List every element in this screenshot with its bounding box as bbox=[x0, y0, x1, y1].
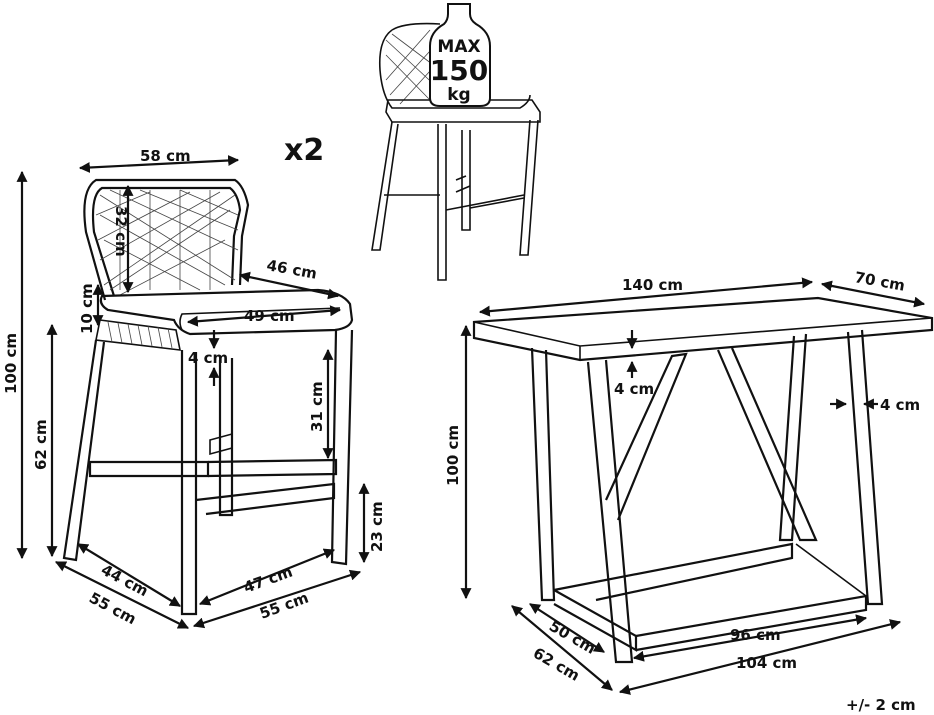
table-length: 140 cm bbox=[622, 276, 683, 294]
stool-back-height: 32 cm bbox=[112, 206, 130, 257]
tolerance-note: +/- 2 cm bbox=[846, 696, 916, 714]
table-dimension-lines bbox=[460, 277, 926, 695]
stool-armrest-height: 10 cm bbox=[78, 283, 96, 334]
stool-seat-depth: 46 cm bbox=[265, 256, 318, 283]
stool-base-depth-outer: 55 cm bbox=[86, 589, 139, 629]
weight-badge-value: 150 bbox=[430, 54, 488, 87]
stool-seat-thickness: 4 cm bbox=[188, 349, 228, 367]
table-base-width-inner: 96 cm bbox=[730, 626, 781, 644]
table-base-depth-outer: 62 cm bbox=[530, 644, 583, 685]
quantity-label: x2 bbox=[284, 133, 324, 168]
bar-table-illustration bbox=[472, 296, 934, 664]
stool-dimension-lines bbox=[16, 155, 370, 629]
table-base-width-outer: 104 cm bbox=[736, 654, 797, 672]
stool-leg-to-footrest: 31 cm bbox=[308, 381, 326, 432]
table-top-thickness: 4 cm bbox=[614, 380, 654, 398]
stool-seat-height: 62 cm bbox=[32, 419, 50, 470]
stool-total-height: 100 cm bbox=[2, 333, 20, 394]
weight-limit-badge: MAX 150 kg bbox=[429, 3, 491, 107]
stool-base-width-inner: 47 cm bbox=[241, 563, 295, 597]
stool-footrest-height: 23 cm bbox=[368, 501, 386, 552]
table-leg-thickness: 4 cm bbox=[880, 396, 920, 414]
weight-badge-unit: kg bbox=[447, 85, 470, 105]
weight-badge-top: MAX bbox=[437, 37, 480, 57]
stool-width-top: 58 cm bbox=[140, 147, 191, 165]
stool-base-width-outer: 55 cm bbox=[257, 589, 311, 623]
stool-seat-width: 49 cm bbox=[244, 307, 295, 325]
table-height: 100 cm bbox=[444, 425, 462, 486]
